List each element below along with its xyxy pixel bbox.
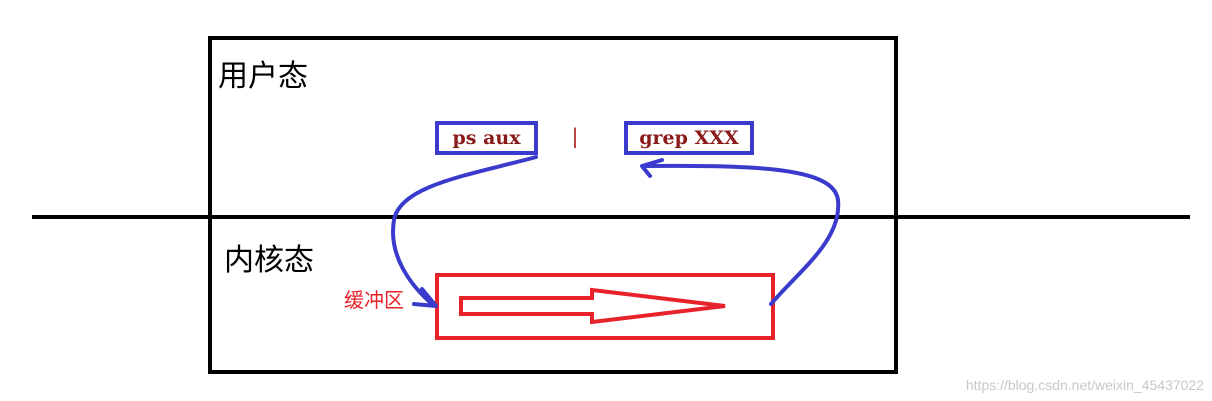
write-to-buffer-arrow bbox=[391, 155, 538, 307]
system-frame bbox=[208, 36, 898, 374]
buffer-label: 缓冲区 bbox=[344, 288, 404, 312]
watermark: https://blog.csdn.net/weixin_45437022 bbox=[965, 377, 1204, 393]
kernel-mode-label: 内核态 bbox=[224, 243, 314, 278]
ps-aux-command: ps aux bbox=[435, 121, 538, 155]
grep-command: grep XXX bbox=[624, 121, 754, 155]
read-from-buffer-arrow bbox=[641, 163, 841, 306]
pipe-symbol: | bbox=[569, 124, 582, 148]
user-mode-label: 用户态 bbox=[218, 59, 308, 94]
read-arrowhead bbox=[640, 158, 664, 178]
write-arrowhead bbox=[412, 287, 438, 308]
buffer-flow-arrow bbox=[459, 287, 726, 325]
